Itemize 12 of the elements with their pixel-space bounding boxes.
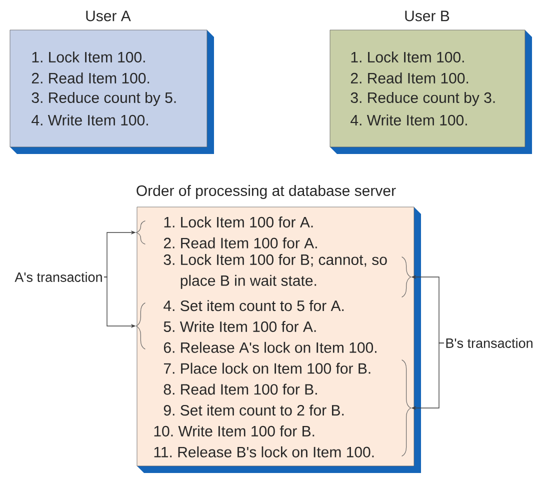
brace <box>402 360 412 456</box>
brace <box>136 302 146 350</box>
processing-box: Order of processing at database server 1. Lock Item 100 for A. 2. Read Item 100 for A. 3. Lock Item 100 for B; cannot, so place B in wait state. 4. Set item count to 5 for A. 5. Write Item 100 for A. 6. Release A's lock on Item 100. 7. Place lock on Item 100 for B. 8. Read Item 100 for B. 9. Set item count to 2 for B. 10. Write Item 100 for B. 11. Release B's lock on Item 100. <box>136 185 421 473</box>
transaction-label: B's transaction <box>446 338 532 348</box>
node-label: User A <box>86 10 131 22</box>
node-label: Order of processing at database server <box>136 185 396 199</box>
brace <box>402 256 412 298</box>
instruction-box: User B 1. Lock Item 100. 2. Read Item 100. 3. Reduce count by 3. 4. Write Item 100. <box>330 10 532 154</box>
brace <box>136 220 146 244</box>
node-label: User B <box>405 10 450 22</box>
transaction-label: A's transaction <box>14 272 102 282</box>
instruction-box: User A 1. Lock Item 100. 2. Read Item 100. 3. Reduce count by 5. 4. Write Item 100. <box>10 10 214 154</box>
